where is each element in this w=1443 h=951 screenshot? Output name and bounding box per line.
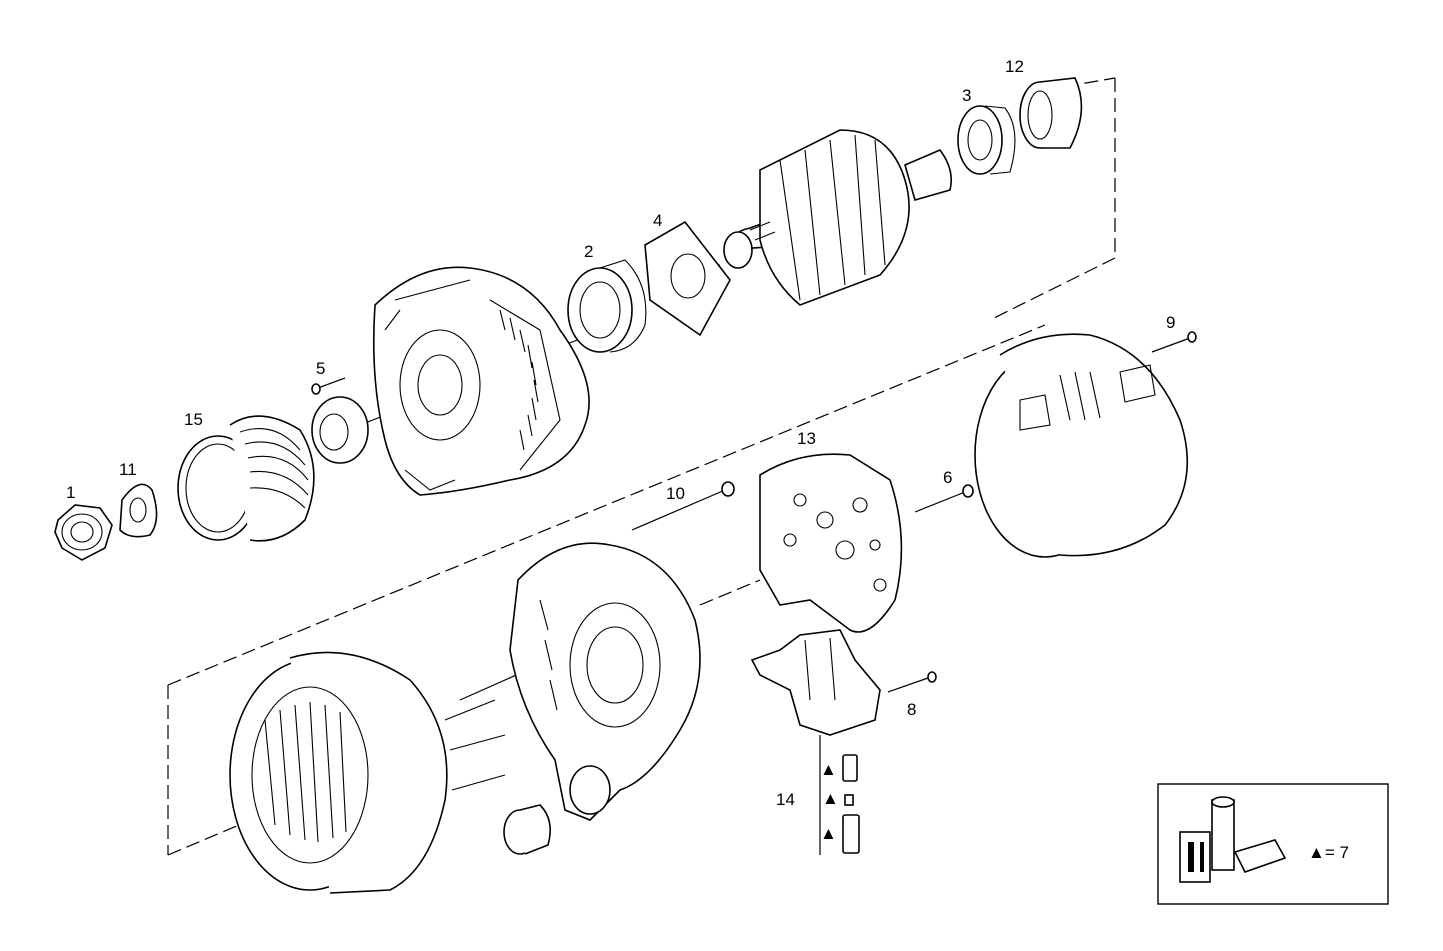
bushing-part — [503, 804, 551, 855]
callout-12: 12 — [1005, 57, 1024, 76]
washer-part — [119, 483, 158, 538]
kit-markers: ▲ ▲ ▲ — [820, 760, 839, 843]
triangle-icon: ▲ — [822, 789, 839, 808]
ring-12-part — [1019, 77, 1083, 149]
screw-9-part — [1151, 331, 1197, 353]
callout-11: 11 — [119, 460, 137, 479]
callout-5: 5 — [316, 359, 325, 378]
drive-end-housing-part — [372, 266, 590, 496]
bolt-10-part — [631, 481, 735, 531]
callout-10: 10 — [666, 484, 685, 503]
triangle-icon: ▲ — [820, 760, 837, 779]
brush-holder-part — [750, 629, 881, 736]
rectifier-plate-part — [759, 453, 903, 633]
bearing-2-part — [567, 259, 647, 353]
callout-15: 15 — [184, 410, 203, 429]
callout-4: 4 — [653, 211, 662, 230]
callout-2: 2 — [584, 242, 593, 261]
callout-8: 8 — [907, 700, 916, 719]
callout-1: 1 — [66, 483, 75, 502]
screw-5-part — [311, 377, 346, 395]
brush-kit-part — [842, 754, 860, 854]
kit-legend-box: ▲= 7 — [1157, 783, 1389, 905]
callout-14: 14 — [776, 790, 795, 809]
kit-package-icon — [1179, 796, 1287, 883]
callout-9: 9 — [1166, 313, 1175, 332]
callout-6: 6 — [943, 468, 952, 487]
pulley-part — [177, 415, 315, 542]
kit-legend-text: ▲= 7 — [1308, 843, 1349, 862]
rear-cover-part — [974, 333, 1189, 558]
stator-part — [229, 651, 506, 894]
callout-3: 3 — [962, 86, 971, 105]
rotor-part — [723, 129, 953, 306]
callout-labels: 1 2 3 4 5 6 8 9 10 11 12 13 14 15 — [66, 57, 1175, 809]
spacer-ring-part — [311, 396, 369, 464]
slip-ring-housing-part — [509, 542, 701, 821]
callout-13: 13 — [797, 429, 816, 448]
screw-6-part — [914, 484, 974, 513]
bearing-3-part — [957, 105, 1016, 175]
screw-8-part — [887, 671, 937, 693]
retainer-plate-part — [644, 220, 731, 337]
nut-part — [54, 504, 113, 561]
triangle-icon: ▲ — [820, 824, 837, 843]
